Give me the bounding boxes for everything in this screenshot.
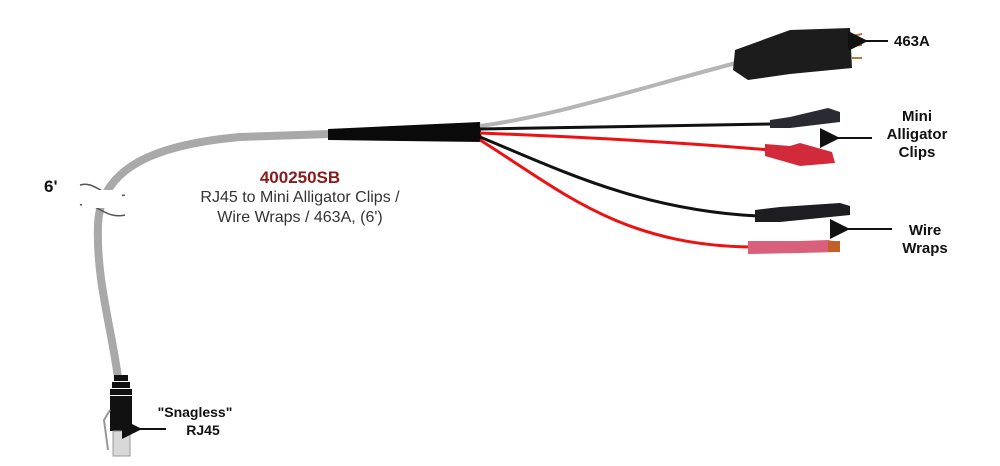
label-wire-wraps: Wire Wraps [895, 222, 955, 258]
length-label: 6' [44, 177, 58, 196]
wire-black-wrap [479, 135, 759, 218]
label-line: Mini [902, 108, 932, 125]
wire-wrap-black [755, 203, 850, 222]
breakout-sleeve [328, 122, 482, 142]
label-line: "Snagless" [157, 404, 233, 420]
label-line: Wire [908, 222, 942, 239]
label-line: Alligator [886, 126, 948, 143]
wire-gray-463a [479, 60, 741, 128]
description-line-2: Wire Wraps / 463A, (6') [217, 209, 383, 226]
rj45-connector [102, 375, 132, 457]
label-snagless-rj45: "Snagless" RJ45 [140, 403, 250, 439]
main-cable [93, 130, 331, 379]
label-line: Wraps [902, 240, 948, 257]
wire-red-clip [479, 131, 771, 152]
part-number: 400250SB [259, 168, 341, 187]
label-mini-alligator-clips: Mini Alligator Clips [872, 108, 962, 162]
alligator-clip-black [770, 108, 840, 128]
description-line-1: RJ45 to Mini Alligator Clips / [200, 189, 400, 206]
label-line: Clips [898, 144, 936, 161]
alligator-clip-red [765, 143, 835, 166]
wire-black-clip [479, 122, 773, 131]
wire-red-wrap [479, 138, 751, 249]
label-line: RJ45 [186, 422, 220, 438]
product-title: 400250SB RJ45 to Mini Alligator Clips / … [170, 168, 430, 228]
connector-463a [733, 28, 863, 80]
wire-wrap-pink [748, 240, 838, 254]
label-463a: 463A [894, 33, 930, 50]
